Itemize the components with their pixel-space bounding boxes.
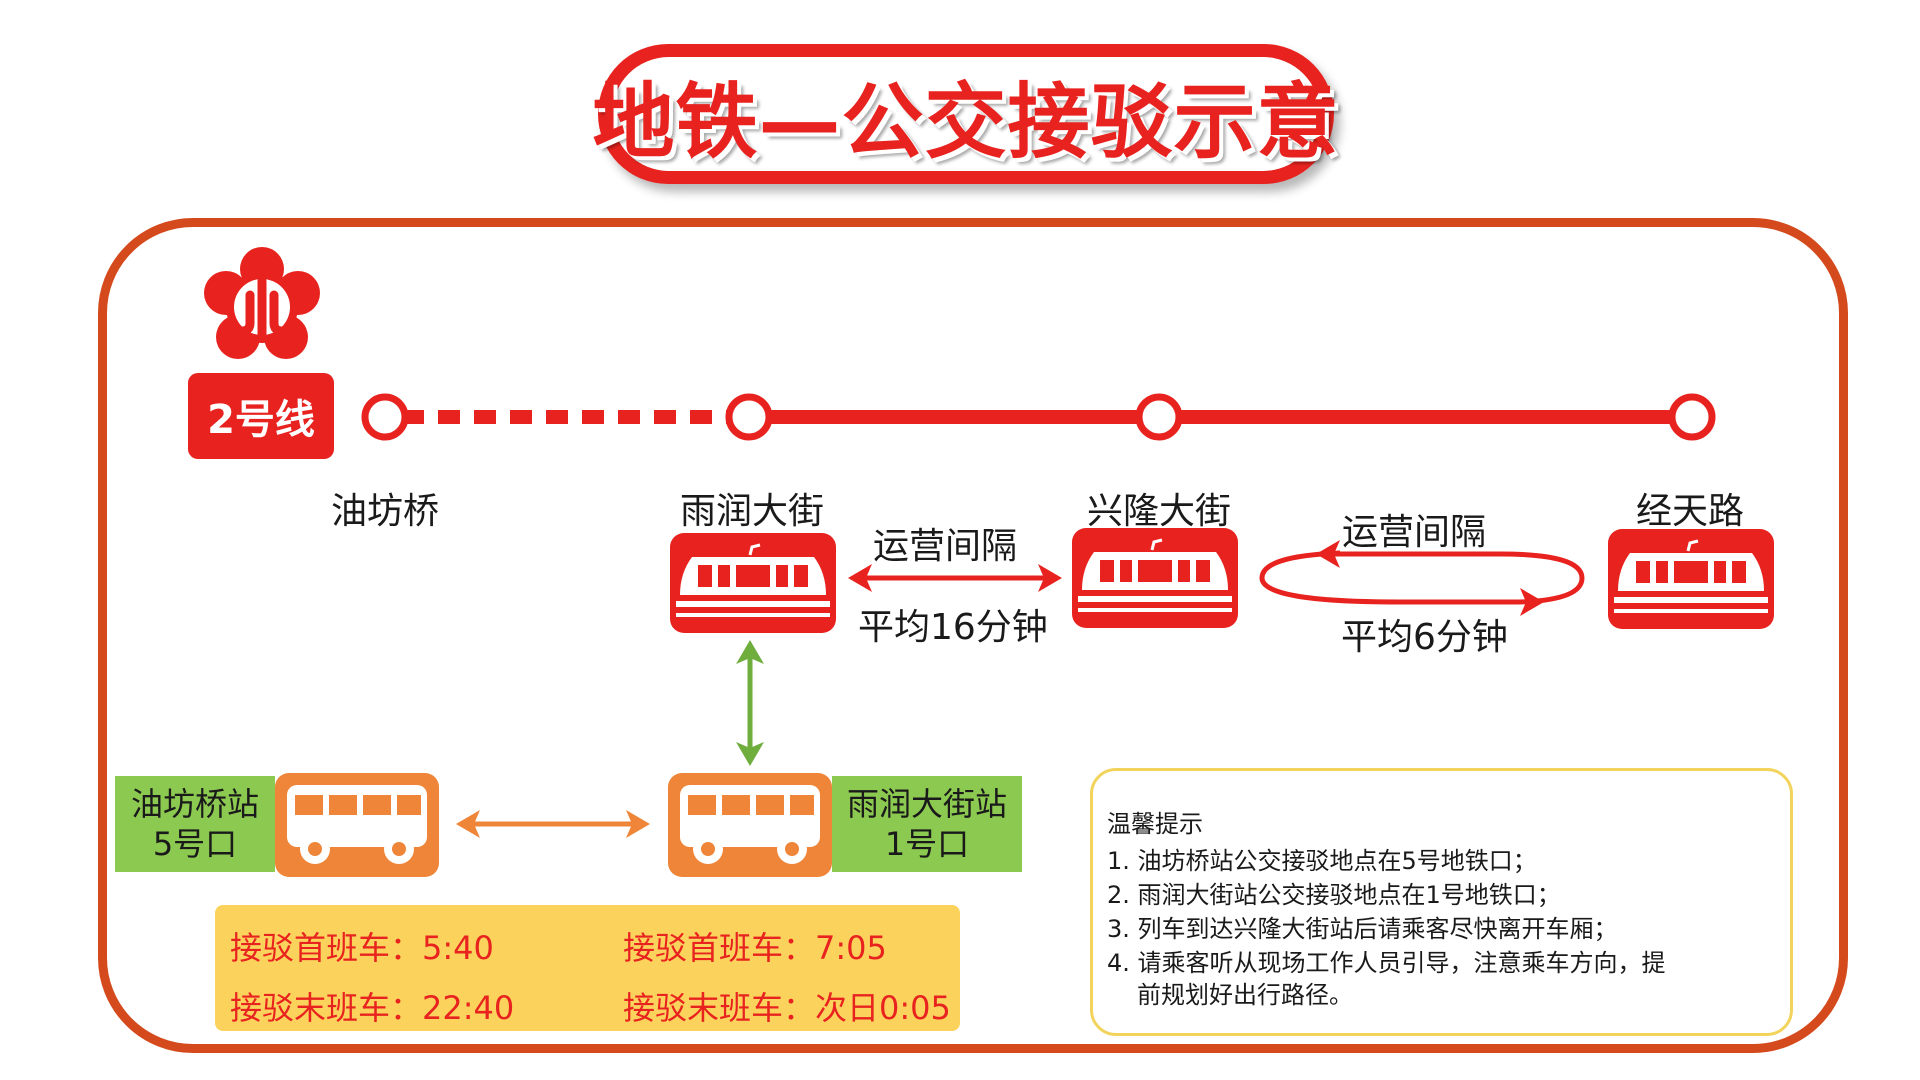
- metro-train-icon: [670, 533, 836, 633]
- station-node-xinglongdajie: [1135, 393, 1183, 441]
- tip-item: 3. 列车到达兴隆大街站后请乘客尽快离开车厢；: [1107, 915, 1618, 943]
- bus-stop-name: 油坊桥站: [130, 785, 259, 823]
- schedule-left-last: 接驳末班车：22:40: [230, 989, 515, 1027]
- tip-item: 2. 雨润大街站公交接驳地点在1号地铁口；: [1107, 881, 1561, 909]
- transfer-arrow-vertical: [736, 640, 764, 766]
- interval-arrow-left: [848, 564, 1062, 592]
- tip-item-continuation: 前规划好出行路径。: [1137, 981, 1353, 1009]
- tip-item: 4. 请乘客听从现场工作人员引导，注意乘车方向，提: [1107, 949, 1666, 977]
- metro-train-icon: [1608, 529, 1774, 629]
- schedule-left-first: 接驳首班车：5:40: [230, 929, 494, 967]
- station-label-xinglongdajie: 兴隆大街: [1087, 491, 1232, 532]
- tip-item: 1. 油坊桥站公交接驳地点在5号地铁口；: [1107, 847, 1537, 875]
- bus-stop-label-youfangqiao: 油坊桥站 5号口: [115, 776, 275, 872]
- bus-stop-name: 雨润大街站: [846, 785, 1007, 823]
- title-banner-inner: 地铁—公交接驳示意: [593, 57, 1339, 171]
- station-node-yurundajie: [725, 393, 773, 441]
- nanjing-metro-logo-icon: [204, 247, 320, 359]
- station-label-yurundajie: 雨润大街: [680, 491, 825, 532]
- bus-stop-exit: 1号口: [884, 825, 970, 863]
- interval-right-value: 平均6分钟: [1341, 617, 1508, 658]
- line-2-badge: 2号线: [188, 373, 334, 459]
- schedule-right-first: 接驳首班车：7:05: [623, 929, 887, 967]
- content-frame: [98, 218, 1848, 1053]
- title-banner: 地铁—公交接驳示意: [593, 44, 1339, 184]
- interval-loop-arrow-right: [1259, 540, 1585, 616]
- schedule-right-last: 接驳末班车：次日0:05: [623, 989, 951, 1027]
- bus-icon: [668, 773, 832, 877]
- interval-right-label: 运营间隔: [1342, 512, 1487, 553]
- metro-train-icon: [1072, 528, 1238, 628]
- bus-icon: [275, 773, 439, 877]
- interval-left-label: 运营间隔: [873, 526, 1018, 567]
- station-label-jingtianlu: 经天路: [1636, 491, 1745, 532]
- station-label-youfangqiao: 油坊桥: [331, 491, 440, 532]
- schedule-panel: 接驳首班车：5:40 接驳末班车：22:40 接驳首班车：7:05 接驳末班车：…: [215, 905, 960, 1031]
- bus-stop-label-yurundajie: 雨润大街站 1号口: [832, 776, 1022, 872]
- page-title: 地铁—公交接驳示意: [592, 74, 1340, 170]
- interval-left-value: 平均16分钟: [858, 607, 1048, 648]
- station-node-jingtianlu: [1668, 393, 1716, 441]
- bus-route-arrow: [456, 810, 650, 838]
- station-node-youfangqiao: [361, 393, 409, 441]
- tips-panel: 温馨提示 1. 油坊桥站公交接驳地点在5号地铁口； 2. 雨润大街站公交接驳地点…: [1090, 768, 1793, 1036]
- bus-stop-exit: 5号口: [152, 825, 238, 863]
- tips-title: 温馨提示: [1107, 810, 1203, 838]
